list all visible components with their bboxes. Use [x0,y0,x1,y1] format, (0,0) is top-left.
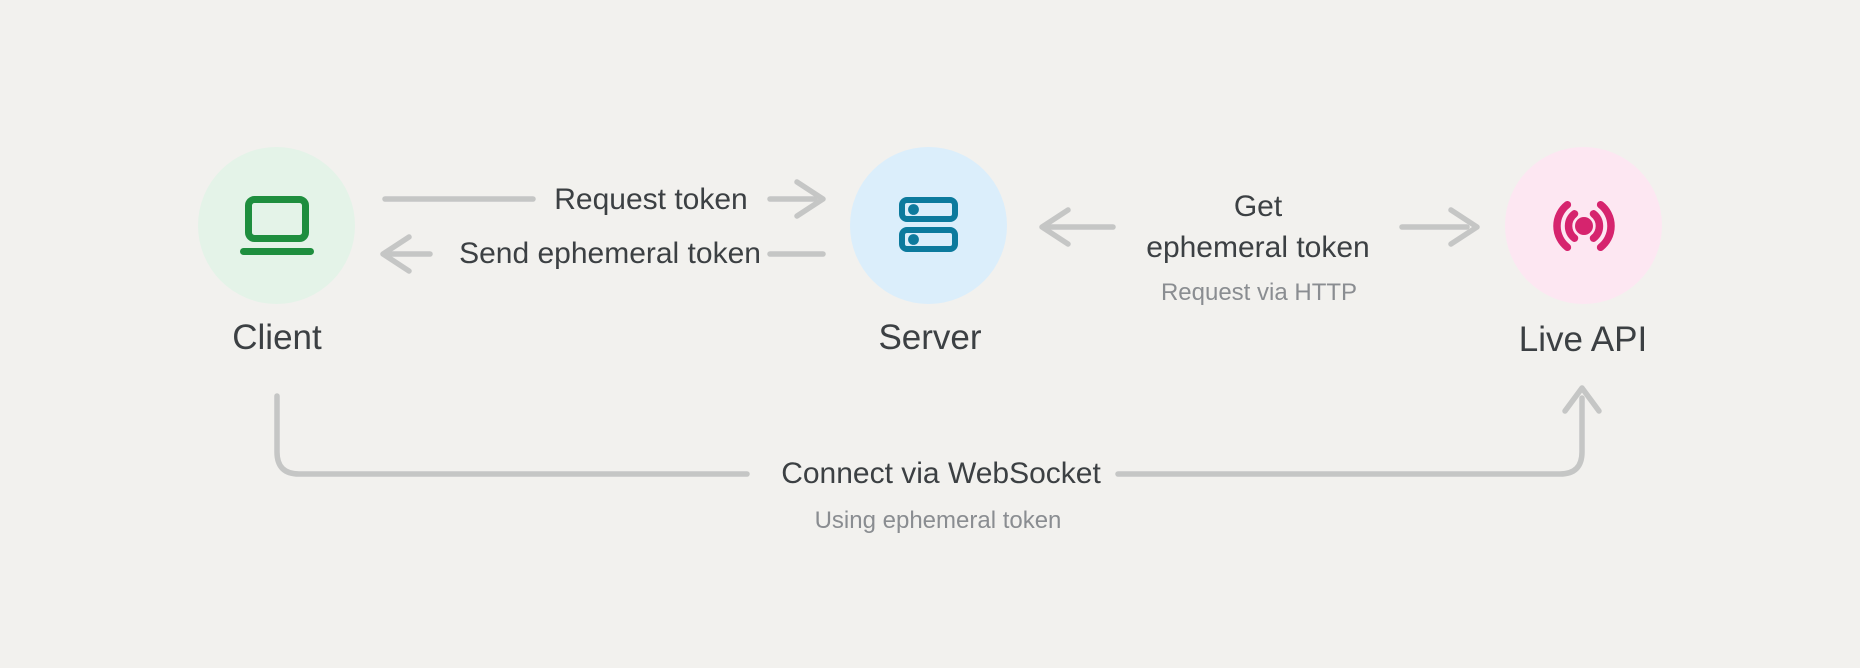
send-token-arrow-left-icon [380,234,433,274]
request-via-http-label: Request via HTTP [1160,279,1358,306]
get-token-arrow-right-icon [1399,207,1480,247]
request-token-label: Request token [554,183,748,216]
live-api-label: Live API [1518,320,1648,359]
connect-websocket-label: Connect via WebSocket [781,457,1101,490]
send-ephemeral-token-label: Send ephemeral token [459,237,761,270]
server-label: Server [878,318,982,357]
server-node [850,147,1007,304]
get-ephemeral-token-label-line1: Get [1233,190,1283,223]
websocket-arrow-up-icon [1115,385,1602,477]
request-token-arrow-right-icon [767,179,826,219]
server-rack-icon [899,197,958,252]
get-ephemeral-token-label: Get ephemeral token [1146,186,1369,268]
broadcast-icon [1552,200,1615,251]
client-label: Client [232,318,322,357]
laptop-icon [239,195,314,255]
using-ephemeral-token-label: Using ephemeral token [814,507,1062,534]
client-node [198,147,355,304]
live-api-node [1505,147,1662,304]
websocket-path-left [274,393,750,477]
get-ephemeral-token-label-line2: ephemeral token [1146,231,1370,264]
get-token-arrow-left-icon [1039,207,1116,247]
